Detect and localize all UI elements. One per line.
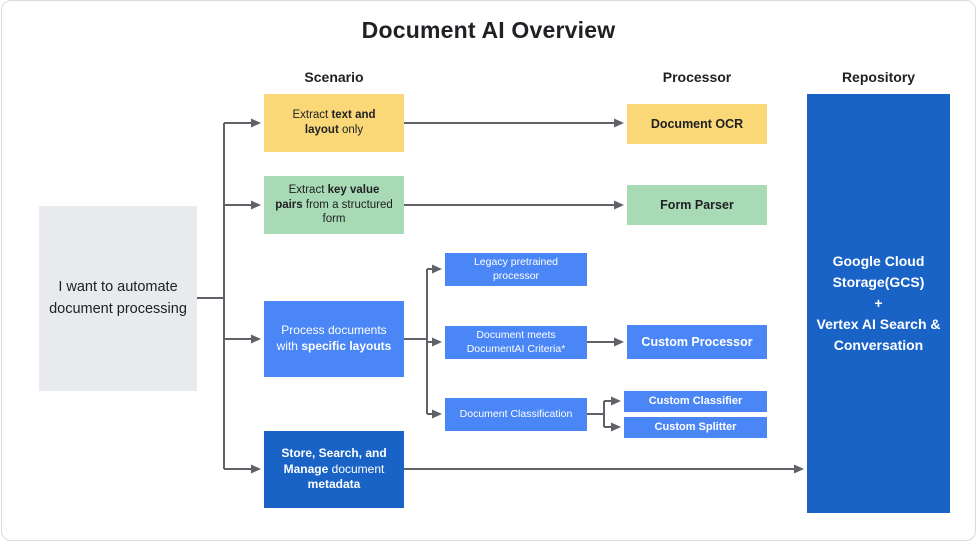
processor-custom-processor: Custom Processor (627, 325, 767, 359)
repository-line-1: Google Cloud Storage(GCS) (832, 253, 925, 290)
scenario-kv-pre: Extract (288, 183, 328, 196)
branch-classification-label: Document Classification (459, 407, 573, 420)
scenario-store-bold1: Store, Search, and Manage (281, 446, 387, 476)
scenario-kv-bold: key value pairs (275, 183, 380, 211)
processor-form-parser-label: Form Parser (660, 197, 734, 212)
processor-custom-processor-label: Custom Processor (641, 334, 753, 349)
scenario-text-pre: Extract (292, 109, 332, 122)
column-header-processor: Processor (662, 69, 732, 85)
processor-custom-classifier-label: Custom Classifier (648, 395, 743, 408)
processor-custom-classifier: Custom Classifier (624, 391, 767, 412)
processor-ocr-label: Document OCR (650, 116, 744, 131)
branch-document-classification: Document Classification (445, 398, 587, 431)
repository-line-2: + (874, 295, 883, 311)
start-node-automate-processing: I want to automate document processing (39, 206, 197, 391)
page-title: Document AI Overview (361, 17, 616, 43)
processor-form-parser: Form Parser (627, 185, 767, 225)
branch-legacy-label: Legacy pretrained processor (473, 255, 559, 282)
scenario-extract-text-layout: Extract text and layout only (264, 94, 404, 152)
scenario-store-search-manage: Store, Search, and Manage document metad… (264, 431, 404, 508)
processor-document-ocr: Document OCR (627, 104, 767, 144)
scenario-specific-layouts: Process documents with specific layouts (264, 301, 404, 377)
scenario-extract-key-value: Extract key value pairs from a structure… (264, 176, 404, 234)
repository-google-cloud-storage: Google Cloud Storage(GCS) + Vertex AI Se… (807, 94, 950, 513)
start-node-label: I want to automate document processing (49, 278, 187, 317)
scenario-kv-post: from a structured form (302, 198, 393, 226)
branch-criteria-label: Document meets DocumentAI Criteria* (466, 328, 566, 355)
branch-legacy-pretrained-processor: Legacy pretrained processor (445, 253, 587, 286)
repository-line-3: Vertex AI Search & Conversation (816, 316, 941, 353)
processor-custom-splitter: Custom Splitter (624, 417, 767, 438)
branch-documentai-criteria: Document meets DocumentAI Criteria* (445, 326, 587, 359)
scenario-text-post: only (338, 124, 364, 136)
processor-custom-splitter-label: Custom Splitter (654, 421, 737, 434)
scenario-layouts-pre: Process documents with (276, 323, 387, 353)
scenario-layouts-bold: specific layouts (301, 339, 392, 353)
scenario-store-mid: document (328, 461, 385, 476)
scenario-text-bold: text and layout (304, 109, 376, 136)
column-header-scenario: Scenario (304, 69, 364, 85)
diagram-canvas: Document AI Overview Scenario Processor … (1, 0, 976, 541)
column-header-repository: Repository (841, 69, 916, 85)
scenario-store-bold2: metadata (307, 477, 361, 492)
